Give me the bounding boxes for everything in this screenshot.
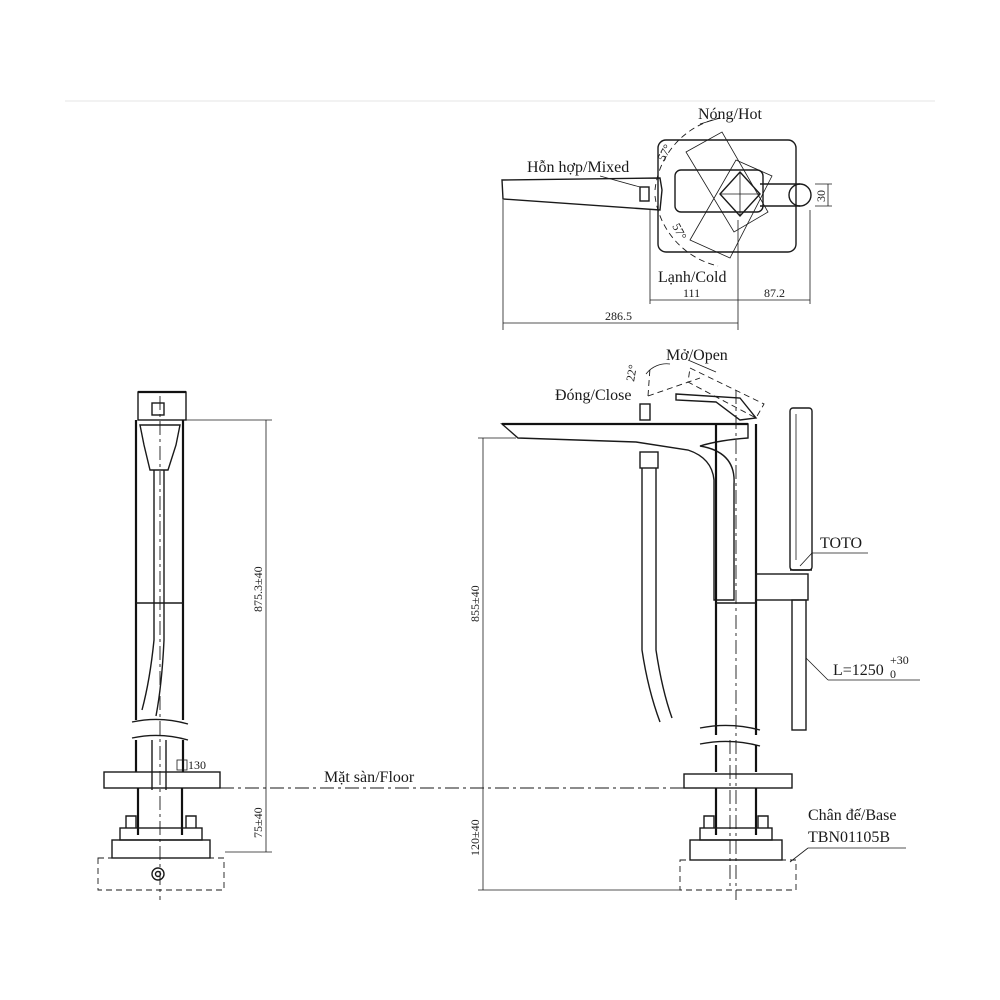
- front-base-box: [97, 857, 225, 891]
- hose-length-label: L=1250: [833, 662, 884, 679]
- top-lever-tip-square: [639, 186, 650, 202]
- front-height-above-label: 875.3±40: [251, 566, 265, 612]
- front-pipe-inner: [155, 470, 165, 717]
- front-handle-square: [151, 402, 165, 416]
- side-base-box: [679, 859, 797, 891]
- front-view: 875.3±40 75±40 130: [97, 390, 272, 900]
- top-body-rect: [674, 169, 764, 213]
- open-leader: [687, 359, 717, 373]
- side-height-above-label: 855±40: [468, 585, 482, 622]
- side-shower-holder: [755, 573, 809, 601]
- side-angle-label: 22°: [623, 363, 640, 382]
- side-pipe-fitting: [639, 451, 659, 469]
- side-angle-arc: [645, 363, 671, 375]
- front-base-fitting-core: [154, 870, 162, 878]
- top-lever-hot: [685, 131, 769, 233]
- side-break-top: [699, 724, 761, 731]
- dim-87-2-label: 87.2: [764, 286, 785, 300]
- front-base-flange: [119, 827, 203, 841]
- side-view: 855±40 120±40 Mở/Open Đóng/Close 22° TOT…: [468, 347, 920, 900]
- side-hand-shower: [789, 407, 813, 571]
- floor-label: Mặt sàn/Floor: [324, 769, 415, 786]
- front-height-below-label: 75±40: [251, 807, 265, 838]
- brand-label: TOTO: [820, 535, 862, 552]
- base-label: Chân đế/Base: [808, 807, 896, 824]
- side-handle-square: [639, 403, 651, 421]
- close-label: Đóng/Close: [555, 387, 631, 404]
- mixed-label: Hỗn hợp/Mixed: [527, 159, 629, 176]
- side-height-below-label: 120±40: [468, 819, 482, 856]
- top-lever-cold: [689, 159, 773, 259]
- front-base-fitting: [151, 867, 165, 881]
- side-hose: [791, 599, 807, 731]
- front-break-top: [131, 718, 189, 725]
- brand-leader-d: [799, 552, 813, 567]
- front-base-block: [111, 839, 211, 859]
- base-leader-d: [789, 847, 809, 863]
- hot-leader: [699, 117, 721, 125]
- side-lever-open: [687, 367, 765, 419]
- open-label: Mở/Open: [666, 347, 728, 364]
- hose-tol-lower-label: 0: [890, 667, 896, 681]
- front-base-bolts: [125, 815, 197, 828]
- front-floor-plate: [103, 771, 221, 789]
- side-lever-closed: [675, 393, 758, 421]
- mixed-leader: [599, 175, 641, 188]
- top-shower-holder-circle: [788, 183, 812, 207]
- angle-arc-cold: [654, 195, 719, 267]
- front-break-bottom: [131, 734, 189, 741]
- top-lever-mixed: [501, 177, 663, 211]
- side-pipe-inner: [655, 468, 673, 719]
- dim-30-label: 30: [814, 190, 828, 202]
- front-square-size-label: 130: [188, 758, 206, 772]
- side-base-bolts: [703, 815, 769, 828]
- cold-label: Lạnh/Cold: [658, 269, 726, 286]
- front-spout-head: [139, 424, 181, 471]
- dim-111-label: 111: [683, 286, 700, 300]
- side-floor-plate: [683, 773, 793, 789]
- top-view: Nóng/Hot Hỗn hợp/Mixed Lạnh/Cold 57° 57°…: [501, 106, 832, 330]
- hose-tol-upper-label: +30: [890, 653, 909, 667]
- angle-lower-label: 57°: [669, 221, 689, 243]
- dim-286-5-label: 286.5: [605, 309, 632, 323]
- side-spout: [500, 423, 749, 601]
- front-handle-box: [137, 391, 187, 421]
- hose-leader-d: [805, 657, 829, 681]
- front-square-mark: [176, 759, 188, 771]
- side-pipe-outer: [641, 468, 661, 723]
- base-model-label: TBN01105B: [808, 829, 890, 846]
- side-angle-lines: [647, 367, 701, 397]
- hot-label: Nóng/Hot: [698, 106, 763, 123]
- front-pipe-outer: [141, 470, 155, 711]
